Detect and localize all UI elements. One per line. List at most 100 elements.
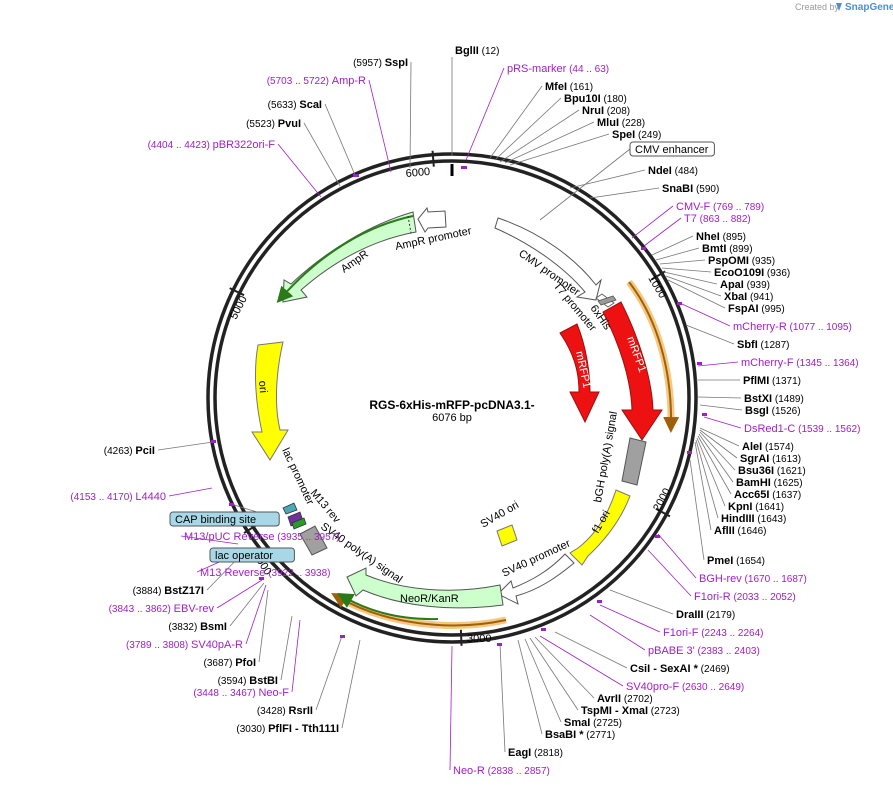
enzyme-label-bmti: BmtI (899) bbox=[702, 243, 753, 255]
enzyme-label-bstz17i: (3884) BstZ17I bbox=[133, 585, 204, 597]
enzyme-label-bsgi: BsgI (1526) bbox=[745, 405, 801, 417]
label-leader bbox=[697, 435, 732, 495]
label-leader bbox=[661, 267, 712, 273]
label-leader bbox=[651, 235, 694, 256]
label-leader bbox=[609, 589, 674, 615]
enzyme-label-acc65i: Acc65I (1637) bbox=[734, 489, 801, 501]
label-leader bbox=[409, 61, 412, 169]
feature-box-label: CAP binding site bbox=[175, 514, 256, 526]
snapgene-brand: SnapGene bbox=[845, 2, 893, 13]
enzyme-label-ecoo109i: EcoO109I (936) bbox=[714, 267, 790, 279]
enzyme-label-sspi: (5957) SspI bbox=[353, 57, 408, 69]
enzyme-label-bstxi: BstXI (1489) bbox=[744, 393, 804, 405]
label-leader bbox=[569, 169, 646, 189]
enzyme-label-bpu10i: Bpu10I (180) bbox=[564, 93, 627, 105]
enzyme-label-pcii: (4263) PciI bbox=[104, 445, 155, 457]
enzyme-label-rsrii: (3428) RsrII bbox=[257, 705, 313, 717]
enzyme-label-avrii: AvrII (2702) bbox=[597, 693, 653, 705]
sv40-ori-box bbox=[496, 524, 518, 547]
snapgene-logo-icon bbox=[836, 3, 842, 11]
label-leader bbox=[681, 303, 731, 327]
label-leader bbox=[258, 589, 269, 663]
primer-label-f1ori-f: F1ori-F (2243 .. 2264) bbox=[663, 627, 764, 639]
enzyme-label-bstbi: (3594) BstBI bbox=[218, 675, 278, 687]
enzyme-label-scai: (5633) ScaI bbox=[268, 99, 322, 111]
label-leader bbox=[245, 584, 267, 645]
enzyme-label-ndei: NdeI (484) bbox=[648, 165, 698, 177]
label-leader bbox=[699, 431, 736, 471]
primer-label-bgh-rev: BGH-rev (1670 .. 1687) bbox=[699, 573, 807, 585]
enzyme-label-pflmi: PflMI (1371) bbox=[743, 375, 801, 387]
label-leader bbox=[699, 404, 743, 411]
primer-label-neo-f: (3448 .. 3467) Neo-F bbox=[193, 687, 289, 699]
enzyme-label-bsmi: (3832) BsmI bbox=[168, 621, 227, 633]
enzyme-label-pmei: PmeI (1654) bbox=[707, 555, 765, 567]
label-leader bbox=[499, 643, 506, 753]
enzyme-label-eagi: EagI (2818) bbox=[508, 747, 563, 759]
primer-label-pbr322ori-f: (4404 .. 4423) pBR322ori-F bbox=[148, 139, 276, 151]
enzyme-label-fspai: FspAI (995) bbox=[728, 303, 785, 315]
label-leader bbox=[529, 637, 579, 711]
lac-promoter-label: lac promoter bbox=[279, 446, 316, 507]
label-leader bbox=[694, 441, 712, 531]
lac-operator-mark bbox=[282, 502, 298, 515]
ring-tick-mark bbox=[431, 150, 435, 167]
label-leader bbox=[534, 636, 595, 699]
label-leader bbox=[229, 582, 265, 627]
label-leader bbox=[647, 549, 692, 597]
label-leader bbox=[697, 361, 739, 367]
ampr-green-arc bbox=[276, 215, 414, 303]
enzyme-label-draiii: DraIII (2179) bbox=[676, 609, 735, 621]
label-leader bbox=[685, 324, 735, 345]
enzyme-label-pvui: (5523) PvuI bbox=[246, 118, 301, 130]
primer-label-pbabe-3-: pBABE 3' (2383 .. 2403) bbox=[648, 645, 760, 657]
f1-ori-arrow bbox=[569, 489, 631, 566]
map-length: 6076 bp bbox=[432, 412, 472, 424]
label-leader bbox=[504, 121, 595, 164]
feature-box-label: CMV enhancer bbox=[635, 144, 709, 156]
label-leader bbox=[368, 79, 392, 173]
enzyme-label-bglii: BglII (12) bbox=[455, 45, 499, 57]
label-leader bbox=[699, 427, 740, 447]
primer-label-amp-r: (5703 .. 5722) Amp-R bbox=[267, 75, 366, 87]
label-leader bbox=[589, 187, 660, 199]
label-leader bbox=[180, 535, 239, 545]
feature-box-label: lac operator bbox=[215, 550, 273, 562]
mrfp-primer-arc bbox=[628, 281, 680, 433]
label-leader bbox=[324, 103, 356, 176]
neor-label: NeoR/KanR bbox=[400, 593, 459, 605]
enzyme-label-nhei: NheI (895) bbox=[696, 231, 746, 243]
label-leader bbox=[449, 645, 453, 771]
map-title: RGS-6xHis-mRFP-pcDNA3.1- bbox=[369, 398, 534, 412]
label-leader bbox=[657, 533, 697, 579]
ring-tick-label: 3000 bbox=[467, 633, 491, 645]
ring-tick-label: 6000 bbox=[405, 166, 430, 180]
label-leader bbox=[291, 619, 301, 693]
mrfp1-inner-arrow bbox=[559, 323, 600, 424]
label-leader bbox=[698, 433, 734, 483]
primer-label-m13-puc-reverse: M13/pUC Reverse (3935 .. 3957) bbox=[184, 531, 340, 543]
label-leader bbox=[341, 639, 361, 729]
primer-label-sv40pa-r: (3789 .. 3808) SV40pA-R bbox=[126, 639, 243, 651]
label-leader bbox=[494, 97, 562, 161]
primer-label-neo-r: Neo-R (2838 .. 2857) bbox=[453, 765, 550, 777]
label-leader bbox=[689, 459, 705, 561]
enzyme-label-pflfi-tth111i: (3030) PflFI - Tth111I bbox=[236, 723, 339, 735]
primer-label-mcherry-f: mCherry-F (1345 .. 1364) bbox=[741, 357, 859, 369]
enzyme-label-nrui: NruI (208) bbox=[582, 105, 630, 117]
label-leader bbox=[655, 247, 700, 261]
feature-box-cmv-enhancer bbox=[629, 141, 715, 157]
enzyme-label-pspomi: PspOMI (935) bbox=[708, 255, 775, 267]
label-leader bbox=[665, 275, 722, 297]
mrfp1-outer-arrow bbox=[602, 301, 663, 441]
cap-site-mark bbox=[291, 517, 307, 530]
label-leader bbox=[703, 416, 742, 429]
cmv-promoter-arrow bbox=[494, 217, 602, 301]
his-tag-box bbox=[597, 295, 617, 306]
label-leader bbox=[695, 439, 719, 519]
primer-label-mcherry-r: mCherry-R (1077 .. 1095) bbox=[733, 321, 852, 333]
primer-label-m13-reverse: M13 Reverse (3922 .. 3938) bbox=[200, 567, 330, 579]
label-leader bbox=[697, 396, 742, 399]
sv40-ori-label: SV40 ori bbox=[479, 499, 522, 530]
